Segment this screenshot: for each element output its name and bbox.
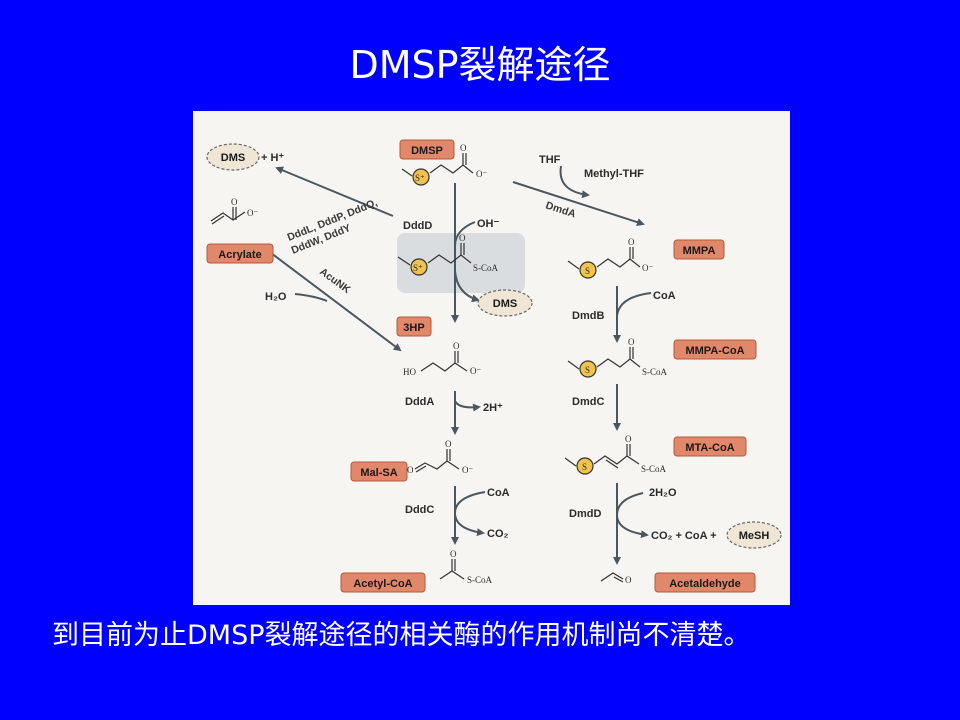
oh-minus-label: OH⁻ (477, 218, 500, 230)
arrow-dmsp-to-dms (275, 166, 394, 217)
3hp-ho: HO (403, 367, 416, 377)
compound-acrylate: Acrylate (218, 249, 261, 261)
enzyme-dddd: DddD (403, 220, 432, 232)
methyl-thf-label: Methyl-THF (584, 168, 644, 180)
atom-s-plus: S⁺ (415, 173, 425, 183)
arrow-coa-in (616, 292, 652, 317)
dms-center: DMS (493, 298, 517, 310)
mmpa-coa-s-coa: S-CoA (642, 367, 668, 377)
compound-mmpa: MMPA (683, 245, 716, 257)
dddd-intermediate-highlight (397, 233, 525, 293)
mta-coa-o: O (625, 434, 632, 444)
intermediate-s-coa: S-CoA (473, 263, 499, 273)
enzyme-ddda: DddA (405, 396, 434, 408)
compound-acetyl-coa: Acetyl-CoA (353, 578, 412, 590)
co2-coa-label: CO₂ + CoA + (651, 530, 717, 542)
compound-dmsp: DMSP (411, 145, 443, 157)
dms-top-left: DMS (221, 152, 245, 164)
mmpa-o-minus: O⁻ (642, 263, 653, 273)
mta-coa-s: S (582, 462, 587, 472)
two-h2o-label: 2H₂O (649, 487, 677, 499)
arrow-dmdd-cycle (615, 492, 649, 539)
h2o-label: H₂O (265, 291, 287, 303)
intermediate-s-plus: S⁺ (413, 263, 423, 273)
enzyme-dmdd: DmdD (569, 508, 601, 520)
arrow-thf (559, 165, 590, 199)
arrow-dmsp-to-mmpa (512, 181, 645, 226)
malsa-o-top: O (445, 439, 452, 449)
enzyme-dmdb: DmdB (572, 310, 604, 322)
arrow-dms-out (454, 270, 480, 303)
sulfur-icon (412, 168, 430, 186)
arrow-h2o-join (294, 293, 328, 302)
coa-dddc-label: CoA (487, 487, 510, 499)
acetyl-coa-s-coa: S-CoA (467, 575, 493, 585)
malsa-o-minus: O⁻ (462, 465, 473, 475)
co2-label: CO₂ (487, 528, 509, 540)
atom-o-minus: O⁻ (476, 169, 487, 179)
thf-label: THF (539, 154, 561, 166)
compound-mta-coa: MTA-CoA (685, 442, 734, 454)
arrow-2h-out (454, 400, 481, 412)
compound-acetaldehyde: Acetaldehyde (669, 578, 741, 590)
acetyl-coa-o: O (450, 549, 457, 559)
compound-3hp: 3HP (403, 322, 424, 334)
3hp-o: O (453, 341, 460, 351)
compound-mmpa-coa: MMPA-CoA (685, 345, 744, 357)
atom-o: O (460, 143, 467, 153)
malsa-o: O (407, 465, 414, 475)
mmpa-coa-s: S (585, 365, 590, 375)
arrow-dddc-cycle (453, 491, 486, 537)
slide-title: DMSP裂解途径 (349, 43, 611, 87)
compound-mal-sa: Mal-SA (360, 467, 397, 479)
two-h-plus-label: 2H⁺ (483, 402, 503, 414)
coa-dmdb-label: CoA (653, 290, 676, 302)
dmsp-pathway-diagram: S⁺ O O⁻ DMSP DMS + H⁺ O O⁻ Acrylate DddL… (193, 111, 790, 605)
enzyme-dmda: DmdA (544, 199, 578, 220)
acrylate-o: O (231, 197, 238, 207)
intermediate-o: O (459, 233, 466, 243)
h-plus-label: + H⁺ (261, 152, 284, 164)
mmpa-o: O (628, 237, 635, 247)
mesh-label: MeSH (739, 530, 770, 542)
arrow-acrylate-to-3hp (270, 252, 402, 352)
acetaldehyde-o: O (625, 575, 632, 585)
slide-caption: 到目前为止DMSP裂解途径的相关酶的作用机制尚不清楚。 (52, 620, 751, 651)
arrow-oh-in (454, 221, 476, 247)
mmpa-coa-o: O (628, 337, 635, 347)
enzyme-dddc: DddC (405, 504, 434, 516)
mta-coa-s-coa: S-CoA (641, 464, 667, 474)
3hp-o-minus: O⁻ (470, 366, 481, 376)
acrylate-o-minus: O⁻ (247, 208, 258, 218)
mmpa-s: S (585, 266, 590, 276)
enzyme-dmdc: DmdC (572, 396, 604, 408)
